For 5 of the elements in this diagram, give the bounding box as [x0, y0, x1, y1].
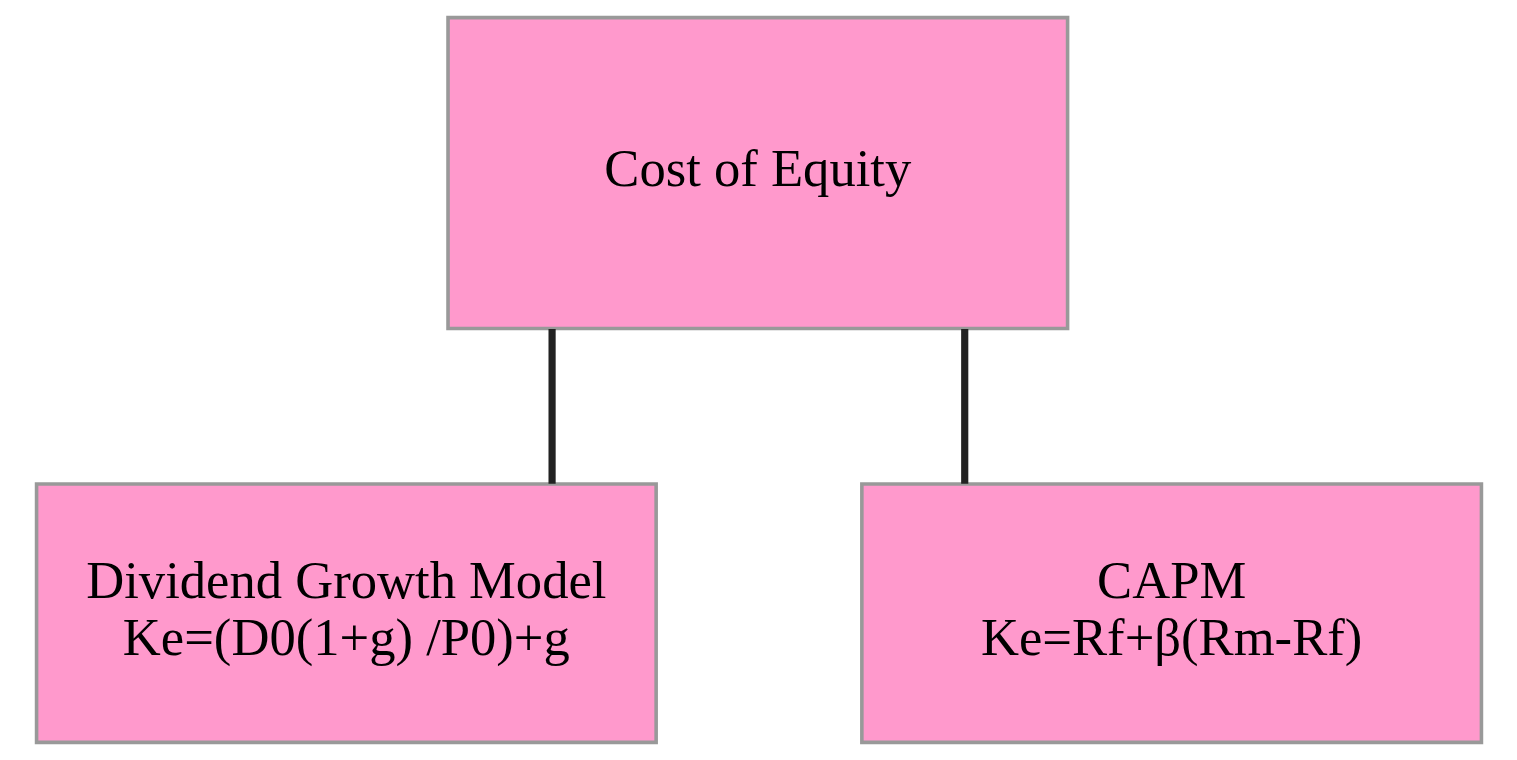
node-box: Cost of Equity [445, 15, 1069, 331]
connector [548, 328, 556, 484]
node-box: CAPM Ke=Rf+β(Rm-Rf) [859, 482, 1483, 745]
node-box: Dividend Growth Model Ke=(D0(1+g) /P0)+g [34, 482, 658, 745]
connector [960, 328, 968, 484]
